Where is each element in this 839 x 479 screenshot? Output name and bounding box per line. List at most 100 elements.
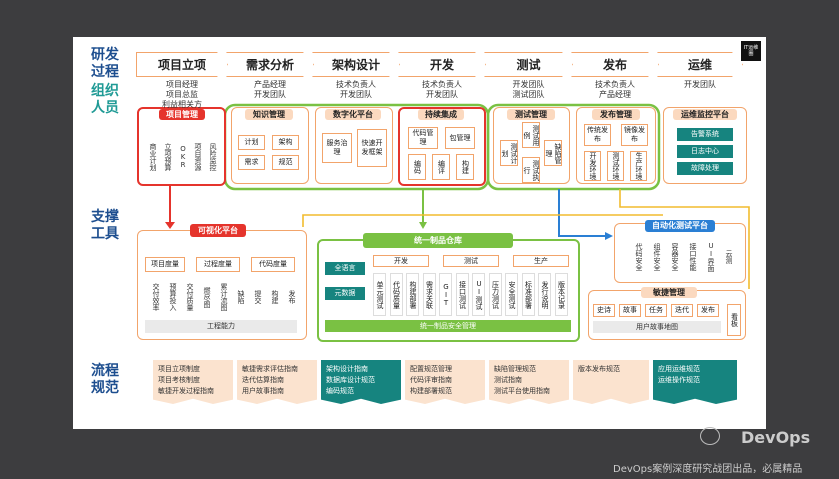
stage-role-0: 项目经理 项目总监 利益相关方 bbox=[162, 80, 202, 109]
vp-col-1: 预算投入 bbox=[169, 283, 177, 311]
at-col-3: 接口性能 bbox=[689, 243, 697, 271]
pm-col-1: 立项预算 bbox=[164, 143, 172, 171]
stage-3: 开发 bbox=[398, 52, 486, 77]
dp-framework: 快速开发框架 bbox=[357, 129, 387, 167]
pm-col-3: 项目资源 bbox=[194, 143, 202, 171]
doc-line: 测试平台使用指南 bbox=[494, 387, 550, 395]
doc-4: 缺陷管理规范测试指南测试平台使用指南 bbox=[489, 360, 569, 404]
doc-line: 架构设计指南 bbox=[326, 365, 368, 373]
stage-0: 项目立项 bbox=[136, 52, 228, 77]
vp-footer: 工程能力 bbox=[145, 320, 297, 333]
wechat-icon bbox=[700, 427, 720, 445]
doc-line: 代码评审指南 bbox=[410, 376, 452, 384]
ci-review: 编评 bbox=[432, 154, 450, 180]
doc-line: 运维操作规范 bbox=[658, 376, 700, 384]
agile-item-0: 史诗 bbox=[593, 304, 615, 317]
digital-platform-title: 数字化平台 bbox=[325, 109, 381, 120]
repo-col-11: 版本记录 bbox=[554, 273, 568, 316]
project-management-title: 项目管理 bbox=[159, 109, 205, 120]
doc-line: 构建部署规范 bbox=[410, 387, 452, 395]
stage-role-1: 产品经理 开发团队 bbox=[254, 80, 286, 99]
rm-dev-env: 开发环境 bbox=[584, 151, 601, 181]
vp-col-2: 交付质量 bbox=[186, 283, 194, 311]
repo-col-3: 需求关联 bbox=[422, 273, 436, 316]
green-loop-2 bbox=[486, 103, 661, 191]
caption: DevOps案例深度研究战团出品，必属精品 bbox=[613, 464, 803, 475]
tm-run: 测试执行 bbox=[522, 157, 540, 183]
km-arch: 架构 bbox=[272, 135, 299, 150]
repo-col-10: 发行说明 bbox=[538, 273, 551, 316]
stage-role-6: 开发团队 bbox=[684, 80, 716, 89]
repo-metadata: 元数据 bbox=[325, 287, 365, 300]
ci-code: 代码管理 bbox=[408, 127, 438, 149]
yellow-line-2 bbox=[302, 214, 663, 227]
vp-col-3: 燃尽图 bbox=[203, 286, 211, 308]
doc-6: 应用运维规范运维操作规范 bbox=[653, 360, 737, 404]
om-fault: 故障处理 bbox=[677, 162, 733, 175]
doc-line: 数据库设计规范 bbox=[326, 376, 375, 384]
doc-line: 应用运维规范 bbox=[658, 365, 700, 373]
agile-item-4: 发布 bbox=[697, 304, 719, 317]
km-plan: 计划 bbox=[238, 135, 265, 150]
repo-col-8: 安全测试 bbox=[505, 273, 518, 316]
at-col-0: 代码安全 bbox=[635, 243, 643, 271]
stage-6: 运维 bbox=[657, 52, 743, 77]
visualization-title: 可视化平台 bbox=[190, 224, 246, 237]
repo-col-5: 接口测试 bbox=[455, 273, 469, 316]
km-norm: 规范 bbox=[272, 155, 299, 170]
stage-1: 需求分析 bbox=[226, 52, 314, 77]
stage-role-5: 技术负责人 产品经理 bbox=[595, 80, 635, 99]
auto-test-title: 自动化测试平台 bbox=[645, 220, 715, 232]
doc-line: 项目立项制度 bbox=[158, 365, 200, 373]
vp-col-0: 交付效率 bbox=[152, 283, 160, 311]
dp-service: 服务治理 bbox=[322, 133, 352, 163]
doc-line: 缺陷管理规范 bbox=[494, 365, 536, 373]
agile-item-3: 迭代 bbox=[671, 304, 693, 317]
repo-footer: 统一制品安全管理 bbox=[325, 320, 571, 332]
at-col-4: UI界面 bbox=[707, 242, 715, 272]
repo-all-lang: 全语言 bbox=[325, 262, 365, 275]
repo-col-4: GIT bbox=[439, 273, 452, 316]
repo-col-7: 压力测试 bbox=[488, 273, 502, 316]
ops-monitor-title: 运维监控平台 bbox=[673, 109, 737, 120]
vp-col-8: 发布 bbox=[288, 290, 296, 304]
stage-role-3: 技术负责人 开发团队 bbox=[422, 80, 462, 99]
vp-col-6: 提交 bbox=[254, 290, 262, 304]
doc-line: 用户故事指南 bbox=[242, 387, 284, 395]
ci-package: 包管理 bbox=[445, 127, 475, 149]
doc-2: 架构设计指南数据库设计规范编码规范 bbox=[321, 360, 401, 404]
red-arrowhead bbox=[165, 222, 175, 229]
doc-5: 版本发布规范 bbox=[573, 360, 649, 404]
vp-col-7: 构建 bbox=[271, 290, 279, 304]
repo-col-1: 代码质量 bbox=[389, 273, 403, 316]
repo-col-6: UI测试 bbox=[472, 273, 485, 316]
vp-col-5: 缺陷 bbox=[237, 290, 245, 304]
vp-col-4: 累计流图 bbox=[220, 283, 228, 311]
green-arrowhead bbox=[419, 222, 427, 229]
doc-line: 敏捷需求评估指南 bbox=[242, 365, 298, 373]
release-management-title: 发布管理 bbox=[592, 109, 640, 120]
doc-line: 敏捷开发过程指南 bbox=[158, 387, 214, 395]
slide: 研发过程 组织人员 支撑工具 流程规范 IT运维 圈 项目管理 知识管理 计划 … bbox=[73, 37, 766, 429]
repo-col-9: 标准部署 bbox=[521, 273, 535, 316]
test-management-title: 测试管理 bbox=[507, 109, 555, 120]
tm-defect: 缺陷管理 bbox=[544, 140, 562, 166]
repo-title: 统一制品仓库 bbox=[363, 233, 513, 248]
ci-title: 持续集成 bbox=[418, 109, 464, 120]
stage-role-4: 开发团队 测试团队 bbox=[512, 80, 545, 99]
agile-item-2: 任务 bbox=[645, 304, 667, 317]
repo-dev: 开发 bbox=[373, 255, 429, 267]
vp-code: 代码度量 bbox=[251, 257, 295, 272]
om-alert: 告警系统 bbox=[677, 128, 733, 141]
agile-title: 敏捷管理 bbox=[641, 287, 697, 298]
pm-col-0: 商业计划 bbox=[149, 143, 157, 171]
vp-process: 过程度量 bbox=[196, 257, 240, 272]
rm-test-env: 测试环境 bbox=[607, 151, 624, 181]
project-management-box bbox=[137, 107, 226, 186]
connector-lines bbox=[165, 103, 750, 289]
rm-traditional: 传统发布 bbox=[584, 124, 611, 146]
yellow-line bbox=[619, 189, 750, 289]
agile-item-1: 故事 bbox=[619, 304, 641, 317]
doc-0: 项目立项制度项目考核制度敏捷开发过程指南 bbox=[153, 360, 233, 404]
side-label-tools: 支撑工具 bbox=[91, 209, 119, 242]
